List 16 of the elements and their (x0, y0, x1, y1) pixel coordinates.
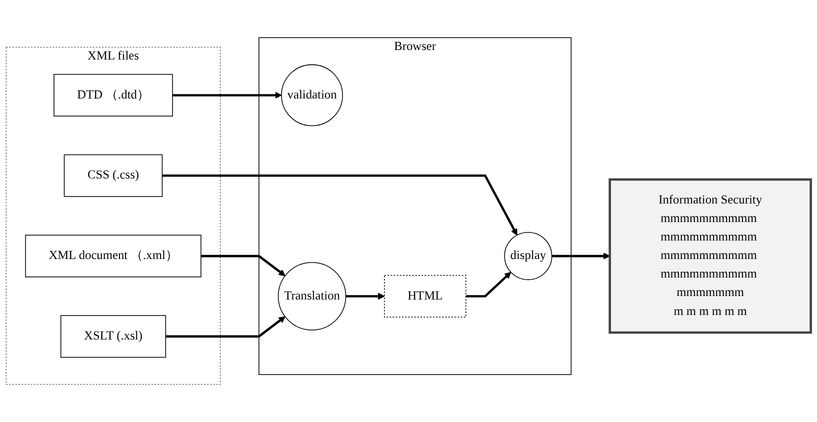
node-box: XML document （.xml） (25, 234, 202, 278)
arrow (466, 272, 512, 298)
arrow (172, 92, 282, 99)
arrow (200, 254, 286, 276)
node-box: HTML (384, 274, 466, 318)
arrow (166, 316, 286, 338)
node-box: XSLT (.xsl) (60, 315, 166, 358)
node-box: CSS (.css) (64, 154, 163, 197)
arrow (346, 292, 385, 300)
arrow (162, 174, 518, 236)
arrow (552, 252, 610, 260)
node-box: DTD （.dtd） (54, 74, 173, 116)
node-circle: validation (281, 64, 343, 126)
node-circle: display (504, 232, 552, 280)
node-circle: Translation (278, 262, 346, 330)
node-box: Information Security mmmmmmmmmm mmmmmmmmmm mmmmmmmmmm mmmmmmmmmm mmmmmmm m m m m m m (608, 178, 812, 334)
